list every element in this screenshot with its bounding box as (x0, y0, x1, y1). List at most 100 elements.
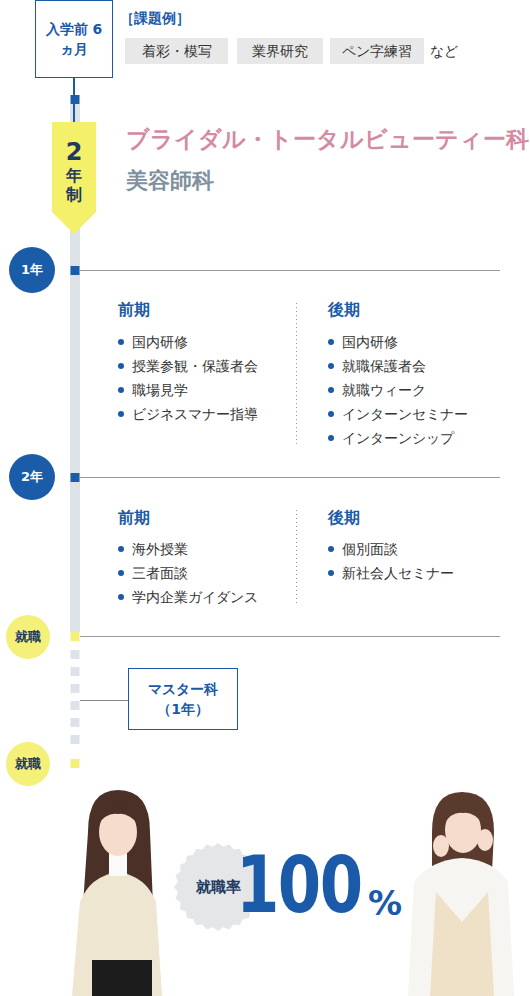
text-label: 100 (236, 846, 361, 924)
node-text: 着彩・模写 (142, 41, 212, 61)
task-tag: 着彩・模写 (125, 38, 228, 64)
text-label: 後期 (328, 508, 360, 528)
person-bangs (444, 800, 483, 824)
job-circle: 就職 (6, 742, 50, 786)
timeline-marker (71, 266, 80, 275)
dash-block (71, 701, 80, 710)
bullet-item: インターンセミナー (328, 404, 468, 424)
bullet-dot (118, 570, 124, 576)
bullet-dot (118, 387, 124, 393)
column-separator (296, 510, 297, 605)
label-text: 国内研修 (342, 332, 398, 352)
bullet-dot (118, 594, 124, 600)
person-bangs (97, 800, 140, 826)
node-text: 就職 (15, 628, 41, 646)
arrow-fill (52, 122, 96, 234)
label-text: など (430, 41, 458, 61)
dash-block (71, 718, 80, 727)
bullet-dot (118, 363, 124, 369)
text-label: 前期 (118, 508, 150, 528)
column-separator (296, 303, 297, 447)
node-text: 1年 (21, 261, 43, 279)
year-rule (80, 270, 500, 271)
bullet-dot (328, 339, 334, 345)
bullet-dot (328, 387, 334, 393)
bullet-item: ビジネスマナー指導 (118, 404, 258, 424)
label-text: 新社会人セミナー (342, 563, 454, 583)
text-label: 前期 (118, 300, 150, 320)
bullet-item: インターンシップ (328, 428, 454, 448)
task-tag: 業界研究 (237, 38, 323, 64)
dash-block (71, 650, 80, 659)
bullet-item: 授業参観・保護者会 (118, 356, 258, 376)
duration-arrow: 2年制 (52, 122, 96, 234)
leader-line (80, 700, 128, 701)
dash-block (71, 684, 80, 693)
bullet-item: 個別面談 (328, 539, 398, 559)
person-hand (477, 829, 493, 851)
label-text: 100 (236, 846, 361, 924)
year-rule (80, 477, 500, 478)
label-text: 個別面談 (342, 539, 398, 559)
bullet-dot (328, 363, 334, 369)
label-text: ［課題例］ (120, 8, 190, 28)
label-text: 前期 (118, 300, 150, 320)
year-circle: 1年 (9, 247, 55, 293)
person-sweater (72, 872, 162, 996)
bullet-dot (118, 411, 124, 417)
node-text: 年制 (66, 166, 83, 204)
bullet-dot (118, 339, 124, 345)
label-text: % (368, 885, 402, 921)
bullet-item: 就職保護者会 (328, 356, 426, 376)
bullet-dot (328, 435, 334, 441)
node-text: ペン字練習 (342, 41, 412, 61)
label-text: 後期 (328, 300, 360, 320)
timeline-connector (73, 78, 75, 122)
node-text: 2年 (21, 468, 43, 486)
text-label: など (430, 41, 458, 61)
label-text: 前期 (118, 508, 150, 528)
label-text: 職場見学 (132, 380, 188, 400)
dash-block (71, 735, 80, 744)
label-text: 国内研修 (132, 332, 188, 352)
label-text: ブライダル・トータルビューティー科 (126, 124, 529, 154)
label-text: 就職保護者会 (342, 356, 426, 376)
bullet-dot (328, 411, 334, 417)
text-label: ［課題例］ (120, 8, 190, 28)
node-text: 就職率 (196, 877, 241, 897)
label-text: インターンセミナー (342, 404, 468, 424)
bullet-dot (118, 546, 124, 552)
text-label: ブライダル・トータルビューティー科 (126, 124, 529, 154)
task-tag: ペン字練習 (330, 38, 424, 64)
text-label: 美容師科 (126, 166, 214, 196)
label-text: 後期 (328, 508, 360, 528)
person-skirt (92, 960, 152, 996)
text-label: % (368, 885, 402, 921)
bullet-item: 国内研修 (118, 332, 188, 352)
person-blouse (408, 858, 514, 996)
label-text: ビジネスマナー指導 (132, 404, 258, 424)
dash-block (71, 667, 80, 676)
node-text: 業界研究 (252, 41, 308, 61)
year-rule (80, 636, 500, 637)
job-circle: 就職 (6, 615, 50, 659)
label-text: 美容師科 (126, 166, 214, 196)
timeline-marker (71, 759, 80, 768)
text-label: 後期 (328, 300, 360, 320)
label-text: 授業参観・保護者会 (132, 356, 258, 376)
person-hand (433, 835, 449, 857)
node-text: 入学前 6ヵ月 (45, 19, 103, 59)
period-box: 入学前 6ヵ月 (35, 0, 113, 78)
timeline-marker (71, 473, 80, 482)
person-vest (430, 892, 494, 996)
bullet-item: 就職ウィーク (328, 380, 426, 400)
bullet-item: 新社会人セミナー (328, 563, 454, 583)
label-text: 就職ウィーク (342, 380, 426, 400)
node-text: 2 (66, 138, 83, 166)
bullet-item: 学内企業ガイダンス (118, 587, 258, 607)
label-text: 海外授業 (132, 539, 188, 559)
label-text: 三者面談 (132, 563, 188, 583)
year-circle: 2年 (9, 454, 55, 500)
course-box: マスター科 （1年） (128, 668, 238, 730)
